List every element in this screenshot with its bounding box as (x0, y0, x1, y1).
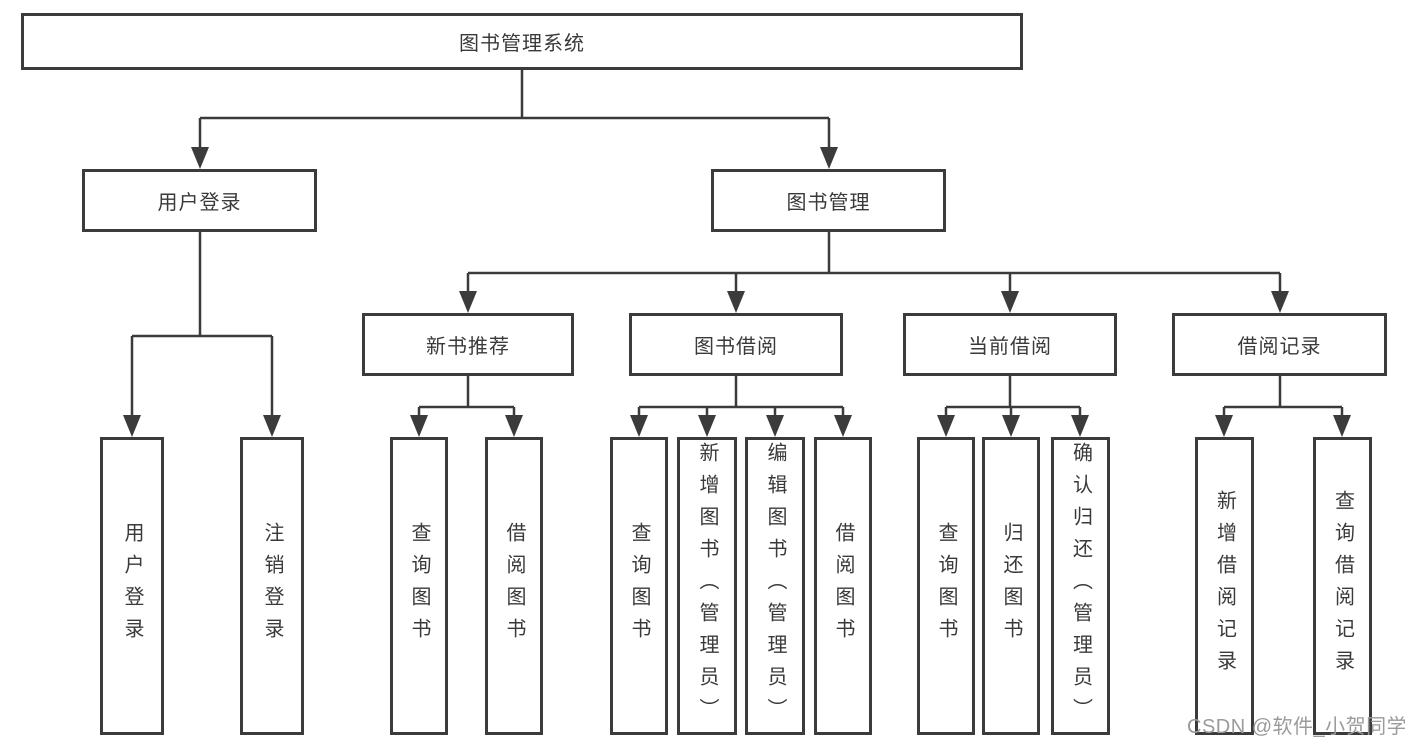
leaf-label: 注销登录 (261, 522, 283, 650)
node-borrow-records: 借阅记录 (1172, 313, 1387, 376)
leaf-label: 编辑图书（管理员） (764, 442, 786, 730)
node-label: 新书推荐 (426, 336, 510, 358)
leaf-label: 确认归还（管理员） (1069, 442, 1092, 730)
leaf-recommend-query-books: 查询图书 (390, 437, 448, 735)
leaf-label: 新增图书（管理员） (696, 442, 718, 730)
leaf-label: 查询图书 (408, 522, 430, 650)
leaf-current-query-books: 查询图书 (917, 437, 975, 735)
node-label: 图书管理 (786, 192, 871, 214)
node-book-management: 图书管理 (711, 169, 946, 232)
leaf-current-return-books: 归还图书 (982, 437, 1040, 735)
node-current-borrow: 当前借阅 (903, 313, 1117, 376)
node-label: 用户登录 (157, 192, 242, 214)
leaf-borrow-borrow-books: 借阅图书 (814, 437, 872, 735)
leaf-user-login: 用户登录 (100, 437, 164, 735)
leaf-label: 查询图书 (628, 522, 650, 650)
node-user-login: 用户登录 (82, 169, 317, 232)
leaf-logout-login: 注销登录 (240, 437, 304, 735)
node-new-book-recommend: 新书推荐 (362, 313, 574, 376)
leaf-label: 用户登录 (121, 522, 143, 650)
leaf-borrow-query-books: 查询图书 (610, 437, 668, 735)
leaf-current-confirm-return-admin: 确认归还（管理员） (1051, 437, 1110, 735)
leaf-label: 归还图书 (1000, 522, 1022, 650)
leaf-label: 查询借阅记录 (1331, 490, 1354, 682)
node-label: 图书管理系统 (459, 33, 585, 55)
node-book-borrow: 图书借阅 (629, 313, 843, 376)
leaf-borrow-add-books-admin: 新增图书（管理员） (677, 437, 737, 735)
leaf-label: 查询图书 (935, 522, 957, 650)
leaf-records-query-borrow-record: 查询借阅记录 (1313, 437, 1372, 735)
leaf-label: 借阅图书 (832, 522, 854, 650)
leaf-records-add-borrow-record: 新增借阅记录 (1195, 437, 1254, 735)
node-label: 当前借阅 (968, 336, 1052, 358)
csdn-watermark: CSDN @软件_小贺同学 (1187, 716, 1405, 738)
leaf-label: 新增借阅记录 (1213, 490, 1236, 682)
node-label: 图书借阅 (694, 336, 778, 358)
leaf-label: 借阅图书 (503, 522, 525, 650)
leaf-borrow-edit-books-admin: 编辑图书（管理员） (745, 437, 805, 735)
node-library-management-system: 图书管理系统 (21, 13, 1023, 70)
node-label: 借阅记录 (1237, 336, 1322, 358)
leaf-recommend-borrow-books: 借阅图书 (485, 437, 543, 735)
arrowheads (123, 147, 1351, 437)
